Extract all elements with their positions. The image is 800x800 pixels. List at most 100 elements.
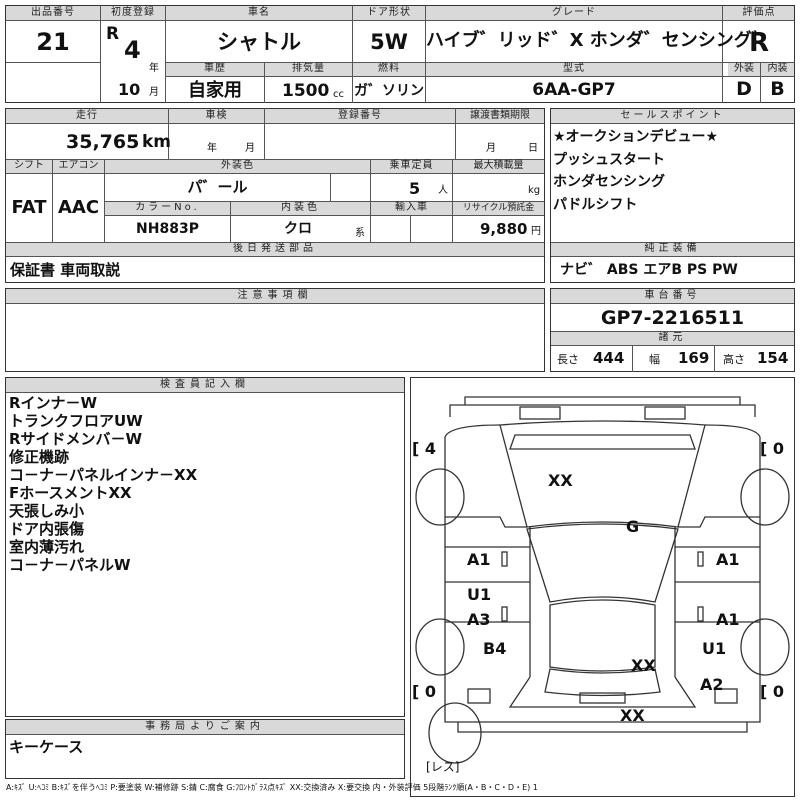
mark-hood: XX xyxy=(548,471,573,490)
fuel-label: 燃料 xyxy=(378,63,400,74)
vehicle-history: 自家用 xyxy=(188,80,242,101)
tire-rear-right: [ 0 xyxy=(760,682,785,701)
interior-color-unit: 系 xyxy=(355,228,365,239)
sales-points-label: セールスポイント xyxy=(620,110,725,121)
transfer-month-unit: 月 xyxy=(486,143,496,154)
interior-color: クロ xyxy=(284,221,312,237)
first-registration-label: 初度登録 xyxy=(111,7,155,18)
grade: ハイブ゛リッド゛X ホンダ゛センシング゛ xyxy=(426,30,770,51)
inspection-month-unit: 月 xyxy=(245,143,255,154)
tire-rear-left: [ 0 xyxy=(412,682,437,701)
spare-tire-label: [レス] xyxy=(426,760,460,774)
mark-left-quarter: B4 xyxy=(483,639,507,658)
shift-label: シフト xyxy=(14,160,44,171)
color-number-label: カラーNo. xyxy=(135,202,200,213)
registration-year: 4 xyxy=(124,36,141,64)
mileage-unit: km xyxy=(142,132,172,152)
displacement: 1500 xyxy=(282,81,330,101)
mark-rear-right-door: A1 xyxy=(716,610,740,629)
interior-label: 内装 xyxy=(767,63,788,74)
header-label-band xyxy=(6,6,794,20)
length: 444 xyxy=(593,349,625,367)
mark-rear-bumper: XX xyxy=(620,706,645,725)
factory-equipment: ナビ゛ ABS エアB PS PW xyxy=(560,262,738,278)
damage-diagram-section xyxy=(410,377,795,797)
later-shipment-label: 後日発送部品 xyxy=(233,243,317,254)
exterior-grade: D xyxy=(736,78,752,100)
registration-year-unit: 年 xyxy=(149,63,159,74)
office-notice-section xyxy=(5,719,405,779)
displacement-unit: cc xyxy=(333,89,344,100)
displacement-label: 排気量 xyxy=(292,63,325,74)
exterior-color: パ゛ール xyxy=(187,178,248,196)
max-load-unit: kg xyxy=(528,185,541,196)
sales-point-3: ホンダセンシング xyxy=(553,174,665,190)
door-type: 5W xyxy=(370,30,408,54)
mark-rear-left-door-top: U1 xyxy=(467,585,492,604)
height-label: 高さ xyxy=(723,353,745,366)
model-label: 型式 xyxy=(563,63,585,74)
overall-score: R xyxy=(748,28,770,58)
length-label: 長さ xyxy=(557,353,579,366)
aircon: AAC xyxy=(57,197,100,218)
inspector-label: 検査員記入欄 xyxy=(160,379,250,390)
mark-windshield: G xyxy=(626,517,640,536)
recycle-label: リサイクル預託金 xyxy=(462,203,535,213)
width: 169 xyxy=(678,349,710,367)
inspector-line-2: トランクフロアUW xyxy=(9,412,143,430)
score-label: 評価点 xyxy=(742,7,776,18)
tire-front-left: [ 4 xyxy=(412,439,437,458)
inspector-line-5: コ－ナ－パネルインナ－XX xyxy=(9,466,198,484)
recycle-deposit: 9,880 xyxy=(480,220,528,238)
inspector-section xyxy=(5,377,405,717)
inspector-line-10: コ－ナ－パネルW xyxy=(9,556,131,574)
registration-number-label: 登録番号 xyxy=(338,110,382,121)
transfer-deadline-label: 譲渡書類期限 xyxy=(470,110,530,121)
interior-color-label: 内装色 xyxy=(281,202,320,213)
aircon-label: エアコン xyxy=(58,160,99,171)
import-label: 輸入車 xyxy=(395,202,428,213)
door-type-label: ドア形状 xyxy=(367,7,411,18)
registration-era: R xyxy=(106,24,120,44)
recycle-unit: 円 xyxy=(531,226,541,237)
chassis-number-label: 車台番号 xyxy=(644,290,701,301)
fuel: ガ゛ソリン xyxy=(354,83,424,99)
mark-right-rear-bumper: A2 xyxy=(700,675,724,694)
exterior-color-label: 外装色 xyxy=(221,160,254,171)
inspection-label: 車検 xyxy=(205,110,228,121)
mileage: 35,765 xyxy=(66,131,140,153)
damage-legend: A:ｷｽﾞ U:ﾍｺﾐ B:ｷｽﾞを伴うﾍｺﾐ P:要塗装 W:補修跡 S:錆 … xyxy=(6,783,538,792)
equipment-label: 純正装備 xyxy=(644,243,701,254)
car-name-label: 車名 xyxy=(248,7,270,18)
model-code: 6AA-GP7 xyxy=(532,80,616,100)
mileage-label: 走行 xyxy=(76,110,98,121)
office-notice-label: 事務局よりご案内 xyxy=(145,721,265,732)
inspector-line-3: Rサイドメンバ－W xyxy=(9,430,143,448)
max-load-label: 最大積載量 xyxy=(473,160,524,171)
later-shipment-parts: 保証書 車両取説 xyxy=(10,261,121,279)
transfer-day-unit: 日 xyxy=(528,143,538,154)
interior-grade: B xyxy=(770,78,785,100)
mark-front-left-door: A1 xyxy=(467,550,491,569)
notes-section xyxy=(5,288,545,372)
chassis-number: GP7-2216511 xyxy=(600,307,745,329)
mark-front-right-door: A1 xyxy=(716,550,740,569)
sales-point-1: ★オークションデビュー★ xyxy=(553,129,719,145)
notes-label: 注意事項欄 xyxy=(237,290,313,301)
registration-month: 10 xyxy=(118,80,141,99)
lot-number-label: 出品番号 xyxy=(31,7,75,18)
mark-right-quarter: U1 xyxy=(702,639,727,658)
header-label-band-2 xyxy=(166,62,722,76)
width-label: 幅 xyxy=(649,353,660,366)
office-notice-text: キーケース xyxy=(9,738,84,756)
sales-points-section xyxy=(550,108,795,283)
grade-label: グレード xyxy=(552,7,596,18)
history-label: 車歴 xyxy=(204,63,226,74)
seats-label: 乗車定員 xyxy=(389,160,434,171)
inspector-line-8: ドア内張傷 xyxy=(9,520,85,538)
mark-rear-left-door: A3 xyxy=(467,610,491,629)
specs-label: 諸元 xyxy=(658,332,687,343)
seats: 5 xyxy=(409,179,421,198)
shift: FAT xyxy=(11,197,47,218)
color-number: NH883P xyxy=(136,221,199,237)
